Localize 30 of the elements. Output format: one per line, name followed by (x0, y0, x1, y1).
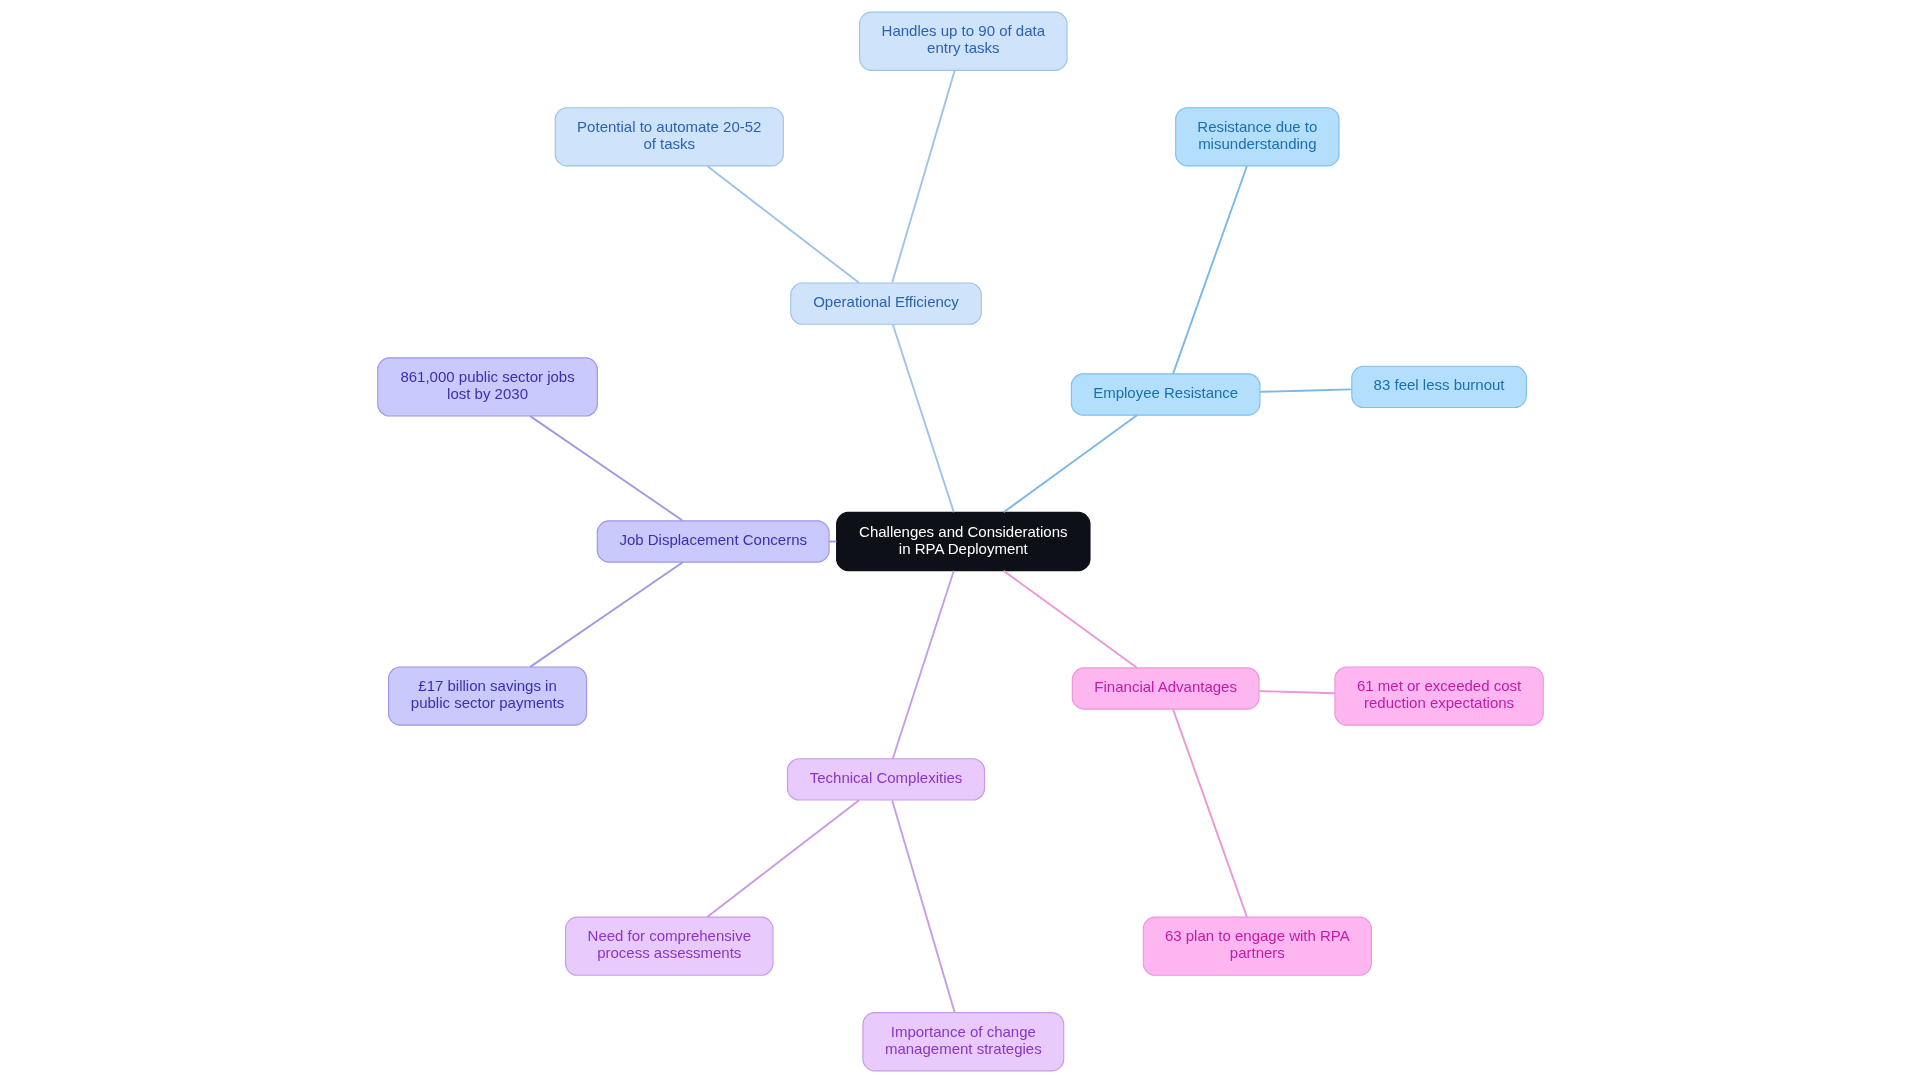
node-box: Challenges and Considerations in RPA Deployment (835, 511, 1091, 572)
connector (890, 799, 956, 1014)
node-box: £17 billion savings in public sector payments (387, 666, 587, 726)
connector (1171, 708, 1248, 918)
connector (1257, 690, 1336, 695)
node-box: Technical Complexities (786, 758, 985, 801)
node-box: Potential to automate 20-52 of tasks (554, 107, 784, 167)
node-box: Operational Efficiency (789, 282, 982, 325)
connector (1258, 388, 1352, 393)
connector (891, 569, 955, 760)
connector (1002, 414, 1138, 514)
node-box: 61 met or exceeded cost reduction expectations (1333, 666, 1544, 726)
node-box: Financial Advantages (1071, 667, 1260, 710)
connector (528, 561, 684, 668)
node-box: Resistance due to misunderstanding (1174, 107, 1340, 167)
connector (528, 415, 684, 522)
connector (1002, 569, 1138, 669)
node-box: Handles up to 90 of data entry tasks (858, 11, 1068, 71)
node-box: Importance of change management strategies (861, 1012, 1064, 1072)
connector (891, 323, 955, 514)
node-box: 63 plan to engage with RPA partners (1142, 916, 1372, 976)
connector (1171, 165, 1248, 375)
node-box: Employee Resistance (1070, 373, 1261, 416)
node-box: Need for comprehensive process assessments (564, 916, 774, 976)
node-box: 83 feel less burnout (1350, 365, 1527, 409)
connector (705, 799, 860, 918)
connector (705, 165, 860, 284)
node-box: Job Displacement Concerns (596, 520, 830, 563)
node-box: 861,000 public sector jobs lost by 2030 (376, 357, 598, 417)
connector (890, 69, 956, 284)
